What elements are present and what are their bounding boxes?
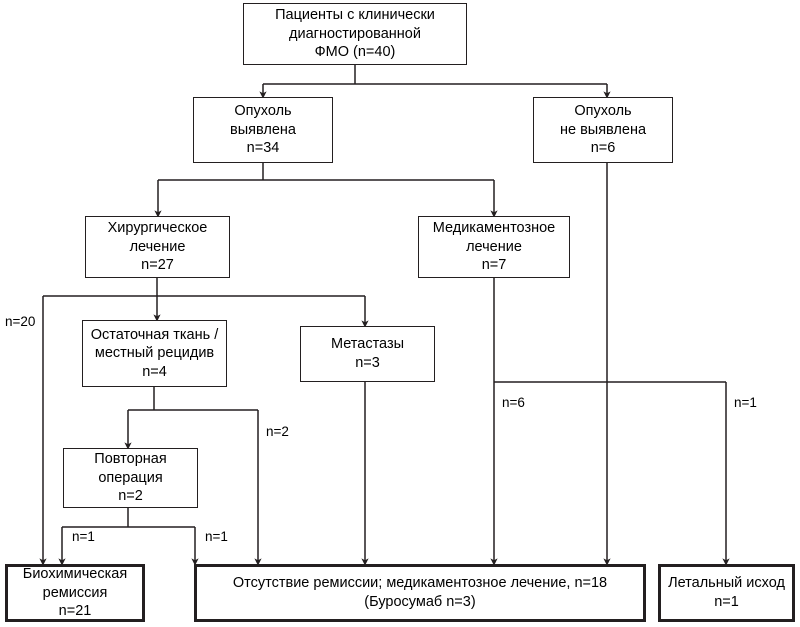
node-biochemical-remission[interactable]: Биохимическая ремиссия n=21 (5, 564, 145, 622)
edge-label-medication-to-no-remission: n=6 (502, 395, 525, 410)
node-residual-tissue[interactable]: Остаточная ткань / местный рецидив n=4 (82, 320, 227, 387)
node-reoperation[interactable]: Повторная операция n=2 (63, 448, 198, 508)
node-surgery[interactable]: Хирургическое лечение n=27 (85, 216, 230, 278)
node-medication[interactable]: Медикаментозное лечение n=7 (418, 216, 570, 278)
edge-label-reoperation-to-remission: n=1 (72, 529, 95, 544)
edge-label-tumor-not-to-death: n=1 (734, 395, 757, 410)
node-no-remission[interactable]: Отсутствие ремиссии; медикаментозное леч… (194, 564, 646, 622)
edge-label-residual-to-no-remission: n=2 (266, 424, 289, 439)
node-death[interactable]: Летальный исход n=1 (658, 564, 795, 622)
node-root[interactable]: Пациенты с клинически диагностированной … (243, 3, 467, 65)
node-tumor-not-found[interactable]: Опухоль не выявлена n=6 (533, 97, 673, 163)
node-metastases[interactable]: Метастазы n=3 (300, 326, 435, 382)
edge-label-reoperation-to-no-remission: n=1 (205, 529, 228, 544)
edge-label-surgery-to-remission: n=20 (5, 314, 36, 329)
node-tumor-found[interactable]: Опухоль выявлена n=34 (193, 97, 333, 163)
